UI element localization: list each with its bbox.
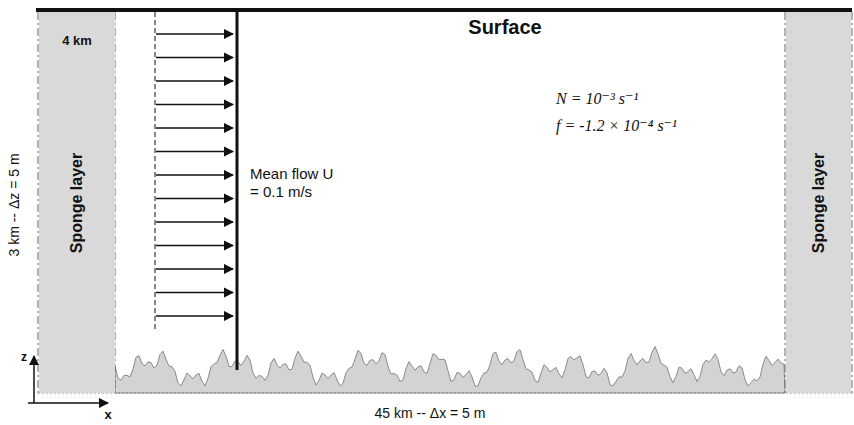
flow-arrow xyxy=(156,33,233,35)
width-label: 45 km -- Δx = 5 m xyxy=(375,405,486,422)
z-axis xyxy=(33,356,35,403)
flow-arrow xyxy=(156,57,233,59)
sponge-label: Sponge layer xyxy=(68,152,86,252)
flow-arrow xyxy=(156,245,233,247)
sponge-label: Sponge layer xyxy=(810,152,828,252)
flow-arrow xyxy=(156,127,233,129)
buoyancy-frequency: N = 10⁻³ s⁻¹ xyxy=(556,89,638,108)
flow-arrow xyxy=(156,174,233,176)
flow-arrow xyxy=(156,104,233,106)
initial-profile xyxy=(155,12,156,330)
surface-line xyxy=(36,8,852,12)
flow-arrow xyxy=(156,292,233,294)
depth-label: 3 km -- Δz = 5 m xyxy=(6,153,23,256)
sponge-layer: Sponge layer xyxy=(39,12,115,393)
dimension-label: 4 km xyxy=(62,33,92,49)
coriolis-parameter: f = -1.2 × 10⁻⁴ s⁻¹ xyxy=(556,116,677,135)
velocity-profile xyxy=(236,12,239,370)
domain-bottom xyxy=(38,393,852,394)
flow-arrow xyxy=(156,221,233,223)
topography xyxy=(115,347,785,393)
axis-label: x xyxy=(104,407,111,423)
flow-arrow xyxy=(156,151,233,153)
axis-label: z xyxy=(21,350,27,364)
flow-arrow xyxy=(156,315,233,317)
mean-flow-label: Mean flow U = 0.1 m/s xyxy=(250,165,340,201)
flow-arrow xyxy=(156,198,233,200)
x-axis xyxy=(28,402,108,404)
surface-label: Surface xyxy=(468,15,541,39)
flow-arrow xyxy=(156,268,233,270)
flow-arrow xyxy=(156,80,233,82)
domain-edge xyxy=(852,12,853,393)
sponge-layer: Sponge layer xyxy=(786,12,851,393)
